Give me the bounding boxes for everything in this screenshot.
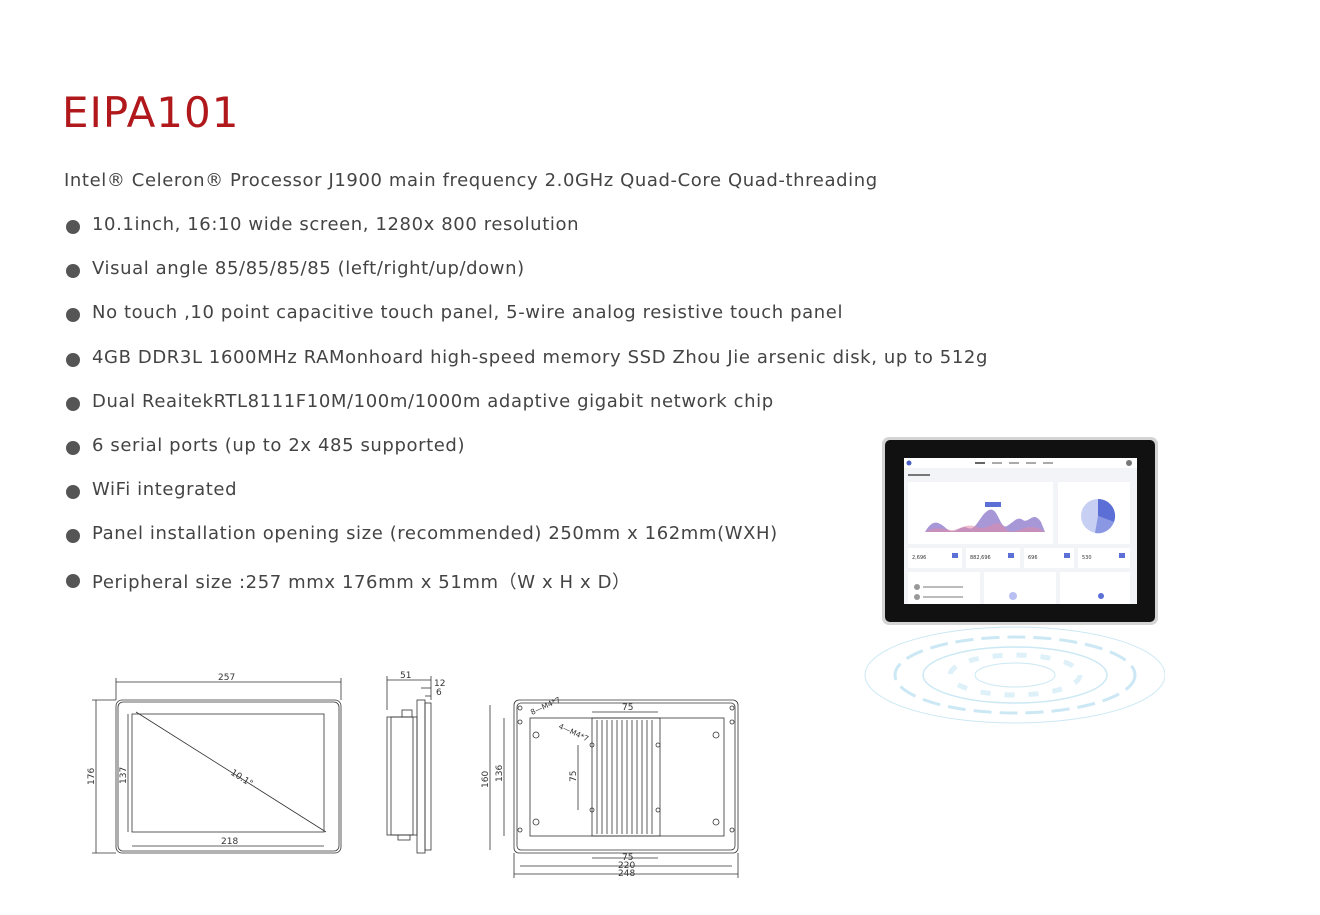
spec-list: 10.1inch, 16:10 wide screen, 1280x 800 r… — [66, 214, 988, 612]
bullet-icon — [66, 352, 80, 367]
bullet-icon — [66, 573, 80, 588]
spec-text: Peripheral size :257 mmx 176mm x 51mm（W … — [92, 571, 631, 593]
spec-item: Dual ReaitekRTL8111F10M/100m/1000m adapt… — [66, 391, 988, 435]
dim-12: 12 — [434, 679, 445, 689]
dim-6: 6 — [436, 688, 442, 698]
processor-intro: Intel® Celeron® Processor J1900 main fre… — [64, 170, 878, 191]
stat-value: 530 — [1082, 555, 1092, 561]
stat-value: 696 — [1028, 555, 1038, 561]
dim-top-75: 75 — [622, 703, 633, 713]
spec-text: Visual angle 85/85/85/85 (left/right/up/… — [92, 258, 525, 280]
spec-item: No touch ,10 point capacitive touch pane… — [66, 302, 988, 346]
spec-text: Panel installation opening size (recomme… — [92, 523, 778, 545]
dim-width: 257 — [218, 673, 235, 683]
dim-160: 160 — [481, 771, 491, 788]
tablet-product-image: 2,696 882,696 696 530 — [864, 437, 1165, 724]
spec-item: 10.1inch, 16:10 wide screen, 1280x 800 r… — [66, 214, 988, 258]
spec-item: Visual angle 85/85/85/85 (left/right/up/… — [66, 258, 988, 302]
spec-text: 6 serial ports (up to 2x 485 supported) — [92, 434, 466, 456]
spec-item: WiFi integrated — [66, 479, 988, 523]
dim-inner-width: 218 — [221, 837, 238, 847]
dim-height: 176 — [87, 768, 97, 785]
technical-drawings: 257 176 137 218 10.1" 51 12 6 75 8—M4*7 … — [87, 671, 739, 879]
dim-screw-inner: 4—M4*7 — [557, 722, 590, 744]
dim-diagonal: 10.1" — [228, 768, 254, 789]
bullet-icon — [66, 440, 80, 455]
spec-item: 4GB DDR3L 1600MHz RAMonhoard high-speed … — [66, 347, 988, 391]
dim-depth: 51 — [400, 671, 411, 681]
bullet-icon — [66, 396, 80, 411]
product-title: EIPA101 — [62, 88, 240, 137]
bullet-icon — [66, 529, 80, 544]
bullet-icon — [66, 220, 80, 234]
spec-text: No touch ,10 point capacitive touch pane… — [92, 302, 844, 324]
spec-item: Panel installation opening size (recomme… — [66, 523, 988, 567]
dim-v-75: 75 — [569, 771, 579, 782]
stat-value: 2,696 — [912, 555, 926, 561]
spec-item: Peripheral size :257 mmx 176mm x 51mm（W … — [66, 568, 988, 612]
front-view-drawing — [92, 678, 342, 854]
spec-text: 10.1inch, 16:10 wide screen, 1280x 800 r… — [92, 214, 580, 235]
bullet-icon — [66, 485, 80, 500]
spec-text: 4GB DDR3L 1600MHz RAMonhoard high-speed … — [92, 346, 988, 368]
bullet-icon — [66, 264, 80, 279]
dim-220: 220 — [618, 861, 635, 871]
dim-screw-top: 8—M4*7 — [529, 695, 562, 717]
dim-bottom-75: 75 — [622, 853, 633, 863]
dim-136: 136 — [495, 765, 505, 782]
bullet-icon — [66, 308, 80, 323]
stat-value: 882,696 — [970, 555, 991, 561]
spec-text: Dual ReaitekRTL8111F10M/100m/1000m adapt… — [92, 390, 774, 412]
dim-248: 248 — [618, 869, 635, 879]
spec-item: 6 serial ports (up to 2x 485 supported) — [66, 435, 988, 479]
dim-inner-height: 137 — [119, 767, 129, 784]
back-view-drawing — [489, 699, 739, 878]
hologram-rings — [864, 626, 1165, 724]
spec-text: WiFi integrated — [92, 479, 238, 501]
side-view-drawing — [386, 676, 432, 854]
